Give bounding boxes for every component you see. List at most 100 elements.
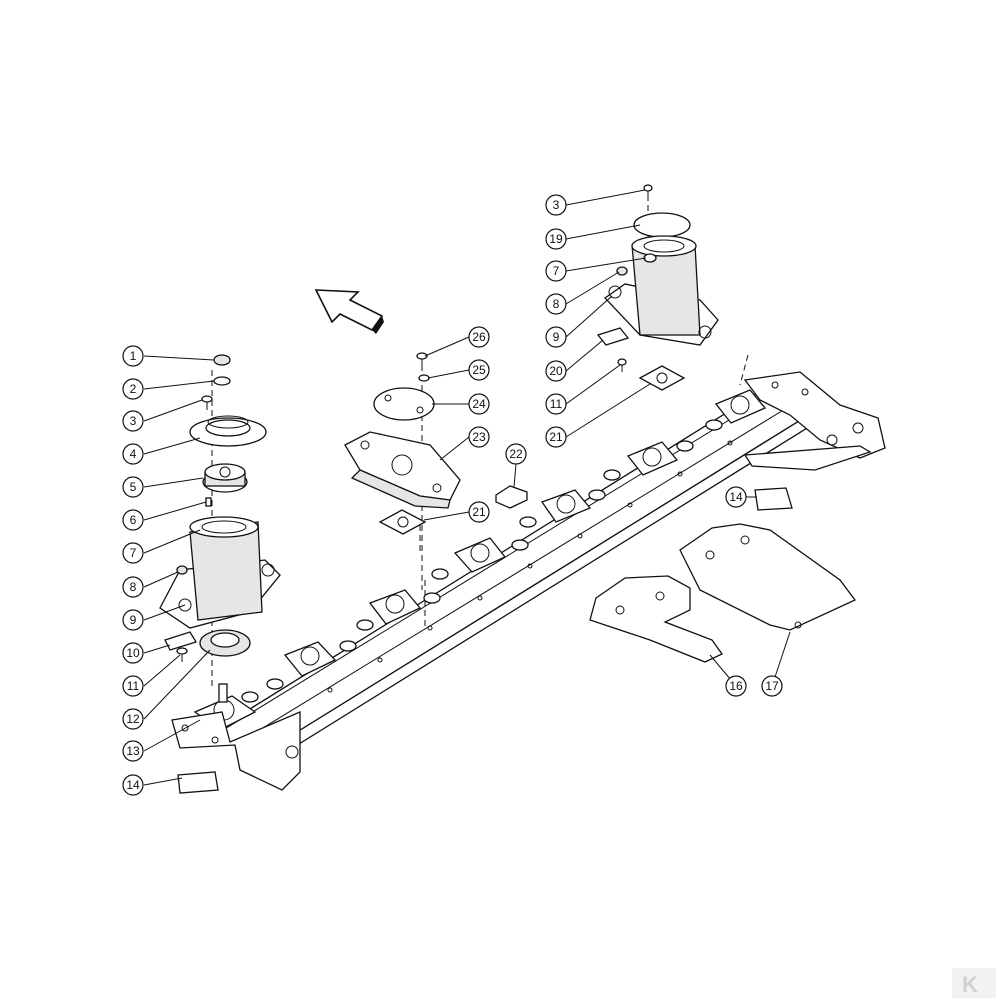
svg-text:23: 23 [472,430,486,444]
svg-text:25: 25 [472,363,486,377]
svg-text:6: 6 [130,513,137,527]
pin [205,497,212,507]
hub [202,463,248,493]
callout-mid-22: 22 [505,443,527,465]
callout-left-9: 9 [122,609,144,631]
svg-text:22: 22 [509,447,523,461]
bolt [176,647,188,662]
callout-right-8: 8 [545,293,567,315]
callout-left-10: 10 [122,642,144,664]
svg-text:8: 8 [553,297,560,311]
washer [213,376,231,386]
gear-housing [626,441,679,476]
nut [213,354,231,366]
callout-mid-24: 24 [468,393,490,415]
callout-bottom-14: 14 [725,486,747,508]
left-drive-stack [159,354,281,794]
cutter-bar [171,371,886,791]
callout-left-13: 13 [122,740,144,762]
right-skid-plate [754,487,793,511]
callout-left-5: 5 [122,476,144,498]
callout-left-2: 2 [122,378,144,400]
bolt [617,358,627,372]
shim-plate [596,327,630,346]
gasket [378,509,427,535]
callout-right-3: 3 [545,194,567,216]
callout-mid-21: 21 [468,501,490,523]
callout-right-9: 9 [545,326,567,348]
drive-housing [159,516,281,629]
svg-text:7: 7 [130,546,137,560]
svg-text:14: 14 [126,778,140,792]
svg-text:3: 3 [130,414,137,428]
guard-plate-17 [679,523,857,631]
callout-left-6: 6 [122,509,144,531]
guard-plate-16 [589,575,723,663]
gear-housing [283,641,337,677]
svg-text:24: 24 [472,397,486,411]
svg-text:4: 4 [130,447,137,461]
svg-text:3: 3 [553,198,560,212]
skid-plate [177,771,219,794]
svg-text:7: 7 [553,264,560,278]
callout-left-12: 12 [122,708,144,730]
svg-text:19: 19 [549,232,563,246]
svg-text:10: 10 [126,646,140,660]
svg-text:21: 21 [472,505,486,519]
right-drive-stack [596,184,719,391]
svg-text:9: 9 [130,613,137,627]
svg-text:9: 9 [553,330,560,344]
callout-left-1: 1 [122,345,144,367]
svg-text:17: 17 [765,679,779,693]
bolt [201,395,213,410]
svg-text:5: 5 [130,480,137,494]
callout-mid-26: 26 [468,326,490,348]
clip [495,485,528,509]
svg-text:K: K [962,972,978,997]
svg-text:11: 11 [127,679,140,693]
drive-housing [604,235,719,346]
callout-right-21: 21 [545,426,567,448]
callout-right-7: 7 [545,260,567,282]
svg-text:1: 1 [130,349,137,363]
callout-left-11: 11 [122,675,144,697]
callout-left-4: 4 [122,443,144,465]
gear-housing [453,537,507,573]
callout-right-19: 19 [545,228,567,250]
svg-text:26: 26 [472,330,486,344]
svg-text:13: 13 [126,744,140,758]
bearing-disc [199,629,251,657]
svg-text:16: 16 [729,679,743,693]
callout-mid-25: 25 [468,359,490,381]
gasket [638,365,686,391]
svg-text:2: 2 [130,382,137,396]
callout-bottom-17: 17 [761,675,783,697]
brand-logo: K [952,968,996,998]
callout-bottom-16: 16 [725,675,747,697]
gear-housing [714,389,767,424]
cutter-disc [344,431,461,509]
svg-text:8: 8 [130,580,137,594]
svg-text:20: 20 [549,364,563,378]
svg-text:11: 11 [550,397,563,411]
callout-left-14: 14 [122,774,144,796]
svg-text:12: 12 [126,712,140,726]
callout-right-11: 11 [545,393,567,415]
middle-disc-stack [344,352,528,590]
svg-text:14: 14 [729,490,743,504]
gear-housing [540,489,592,523]
callout-mid-23: 23 [468,426,490,448]
svg-text:21: 21 [549,430,563,444]
bolt [643,184,653,198]
callout-left-8: 8 [122,576,144,598]
cover-plate [633,212,691,238]
callout-right-20: 20 [545,360,567,382]
cone-cap [189,415,267,447]
callout-left-3: 3 [122,410,144,432]
gear-housing [368,589,422,625]
callout-left-7: 7 [122,542,144,564]
bolt [416,352,428,370]
cap-disc [373,387,435,421]
shim-plate [164,631,197,651]
